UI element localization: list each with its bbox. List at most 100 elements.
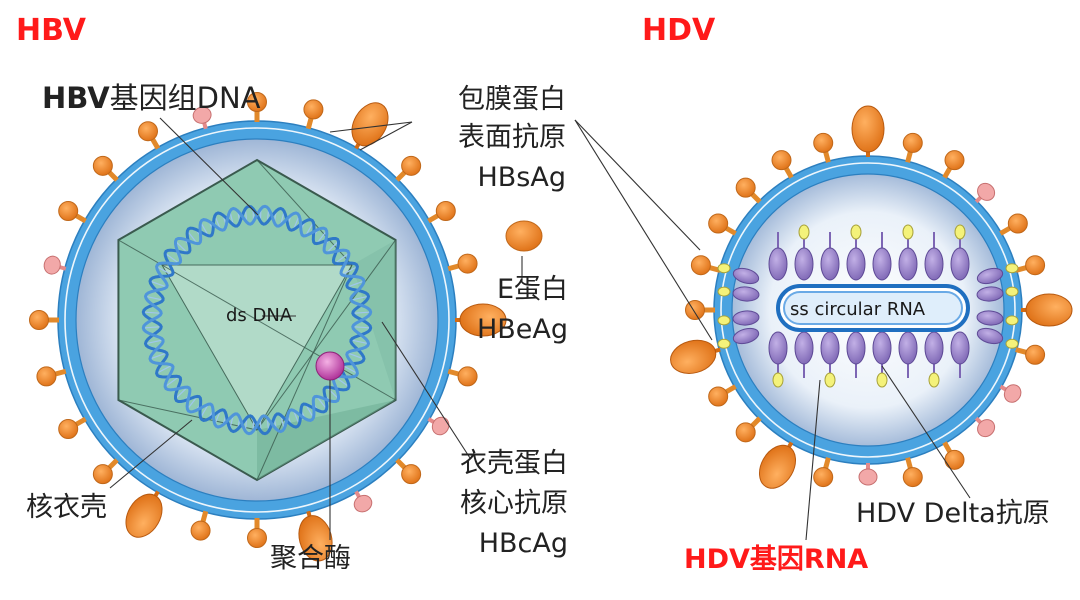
middle-surface-antigen xyxy=(192,106,212,124)
circular-rna-inner xyxy=(783,291,963,325)
small-surface-antigen xyxy=(735,177,756,198)
small-surface-antigen xyxy=(685,300,705,320)
dna-base-pair xyxy=(164,252,180,264)
dna-base-pair xyxy=(305,403,314,418)
delta-antigen-tip xyxy=(1005,263,1019,274)
dna-base-pair xyxy=(305,222,314,237)
capsid-edge xyxy=(256,264,353,481)
delta-antigen-tip xyxy=(772,372,784,388)
capsid-protein-label-3: HBcAg xyxy=(478,528,568,559)
delta-antigen xyxy=(732,286,760,302)
delta-antigen xyxy=(950,247,970,281)
nucleocapsid-label: 核衣壳 xyxy=(26,492,107,523)
dna-base-pair xyxy=(200,222,209,237)
delta-antigen xyxy=(898,331,918,365)
small-surface-antigen xyxy=(29,310,49,330)
small-surface-antigen xyxy=(1025,255,1046,276)
small-surface-antigen xyxy=(401,464,422,485)
small-surface-antigen xyxy=(1007,213,1028,234)
delta-antigen xyxy=(898,247,918,281)
dna-base-pair xyxy=(156,364,173,374)
small-surface-antigen xyxy=(1025,344,1046,365)
dna-base-pair xyxy=(341,266,358,276)
membrane-bilayer-line xyxy=(720,162,1016,458)
large-surface-antigen xyxy=(851,105,885,153)
polymerase-label: 聚合酶 xyxy=(270,543,351,574)
delta-antigen-tip xyxy=(928,372,940,388)
large-surface-antigen xyxy=(758,444,797,489)
delta-antigen-tip xyxy=(717,315,731,326)
delta-antigen xyxy=(976,267,1004,285)
small-surface-antigen xyxy=(813,132,834,153)
hbv-virion xyxy=(29,92,507,562)
small-surface-antigen xyxy=(92,155,113,176)
hbv-genome-label-rest: 基因组DNA xyxy=(109,81,261,115)
middle-surface-antigen xyxy=(43,255,61,275)
dna-base-pair xyxy=(316,395,328,410)
dna-base-pair xyxy=(347,280,365,288)
dna-base-pair xyxy=(186,395,198,410)
delta-antigen xyxy=(924,331,944,365)
small-surface-antigen xyxy=(735,422,756,443)
dna-base-pair xyxy=(143,326,162,329)
leader-lines xyxy=(109,117,971,541)
small-surface-antigen xyxy=(813,467,834,488)
dna-base-pair xyxy=(352,311,371,314)
delta-antigen xyxy=(732,267,760,285)
small-surface-antigen xyxy=(401,155,422,176)
dna-base-pair xyxy=(350,339,369,345)
large-surface-antigen xyxy=(298,515,333,562)
small-surface-antigen xyxy=(457,253,478,274)
small-surface-antigen xyxy=(36,366,57,387)
dna-base-pair xyxy=(175,386,188,400)
e-protein-icon xyxy=(505,220,543,252)
middle-surface-antigen xyxy=(977,182,996,201)
delta-antigen-tip xyxy=(954,224,966,240)
delta-antigen xyxy=(732,327,760,345)
delta-antigen-tip xyxy=(717,263,731,274)
capsid-edge xyxy=(256,239,396,431)
dna-base-pair xyxy=(352,326,371,329)
hdv-title: HDV xyxy=(642,13,716,48)
dna-base-pair xyxy=(326,386,339,400)
middle-surface-antigen xyxy=(858,468,878,486)
delta-antigen xyxy=(820,331,840,365)
small-surface-antigen xyxy=(247,92,267,112)
leader-line xyxy=(381,321,471,459)
dna-base-pair xyxy=(149,352,167,360)
dna-base-pair xyxy=(326,240,339,254)
small-surface-antigen xyxy=(902,467,923,488)
dna-strand-2 xyxy=(141,204,373,436)
delta-antigen xyxy=(768,331,788,365)
capsid-protein-label-2: 核心抗原 xyxy=(460,488,568,519)
hdv-delta-antigen-label: HDV Delta抗原 xyxy=(856,498,1050,529)
delta-antigen-tip xyxy=(1005,338,1019,349)
leader-line xyxy=(574,119,713,341)
delta-antigen xyxy=(794,331,814,365)
hdv-rna-label: ss circular RNA xyxy=(790,299,926,320)
dna-base-pair xyxy=(350,295,369,301)
dna-base-pair xyxy=(149,280,167,288)
small-surface-antigen xyxy=(58,201,79,221)
small-surface-antigen xyxy=(303,99,324,120)
e-protein-label-2: HBeAg xyxy=(476,314,568,345)
hbv-genome-label: HBV基因组DNA xyxy=(42,84,261,113)
large-surface-antigen xyxy=(125,493,163,538)
small-surface-antigen xyxy=(435,201,456,221)
delta-antigen-tip xyxy=(902,224,914,240)
envelope-protein-label-2: 表面抗原 xyxy=(458,122,566,153)
dna-base-pair xyxy=(186,230,198,245)
small-surface-antigen xyxy=(902,132,923,153)
dna-base-pair xyxy=(156,266,173,276)
small-surface-antigen xyxy=(771,150,792,171)
middle-surface-antigen xyxy=(977,419,996,438)
leader-line xyxy=(881,365,971,499)
dna-base-pair xyxy=(145,295,164,301)
small-surface-antigen xyxy=(944,449,965,470)
small-surface-antigen xyxy=(457,366,478,387)
large-surface-antigen xyxy=(459,303,507,337)
envelope-protein-label-3: HBsAg xyxy=(477,162,566,193)
small-surface-antigen xyxy=(58,419,79,439)
delta-antigen-tip xyxy=(850,224,862,240)
capsid-protein-label-1: 衣壳蛋白 xyxy=(460,448,568,479)
